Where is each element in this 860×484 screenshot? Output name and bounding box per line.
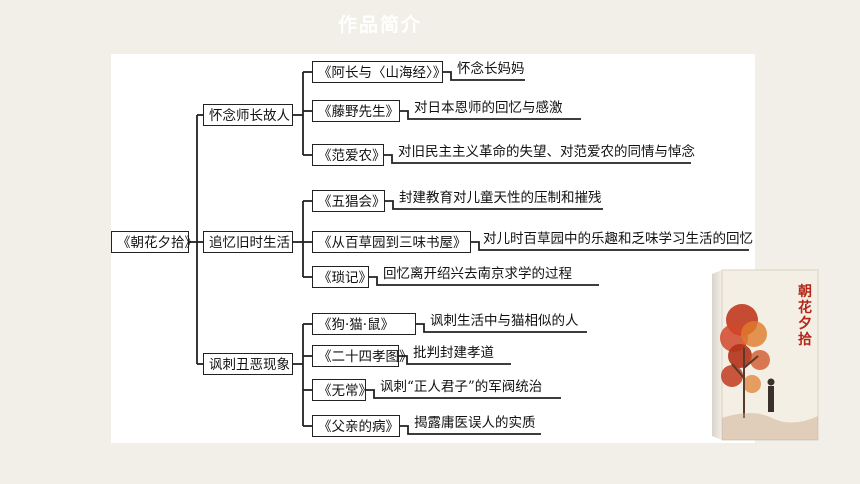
work-desc-10: 揭露庸医误人的实质 bbox=[414, 415, 536, 431]
work-desc-5: 对儿时百草园中的乐趣和乏味学习生活的回忆 bbox=[483, 231, 753, 247]
connector-lines bbox=[189, 71, 749, 435]
work-desc-8: 批判封建孝道 bbox=[413, 345, 494, 361]
cover-title-char-4: 拾 bbox=[798, 331, 812, 348]
underline-9 bbox=[366, 389, 561, 399]
tree-illustration bbox=[720, 304, 770, 418]
work-desc-3: 对旧民主主义革命的失望、对范爱农的同情与悼念 bbox=[398, 144, 695, 160]
figure-illustration bbox=[767, 378, 775, 412]
underline-3 bbox=[384, 154, 691, 164]
underline-5 bbox=[471, 241, 749, 251]
underline-8 bbox=[399, 355, 511, 365]
page-title: 作品简介 bbox=[337, 14, 422, 36]
work-node-1: 《阿长与〈山海经〉》 bbox=[312, 61, 446, 83]
group-node-3: 讽刺丑恶现象 bbox=[203, 353, 293, 375]
underline-2 bbox=[400, 110, 581, 120]
work-desc-4: 封建教育对儿童天性的压制和摧残 bbox=[399, 190, 602, 206]
underline-1 bbox=[443, 71, 525, 81]
underline-4 bbox=[385, 200, 603, 210]
book-spine bbox=[712, 270, 722, 440]
book-cover-illustration: 朝 花 夕 拾 bbox=[712, 269, 819, 441]
work-desc-9: 讽刺“正人君子”的军阀统治 bbox=[380, 379, 543, 395]
work-desc-7: 讽刺生活中与猫相似的人 bbox=[430, 313, 579, 329]
work-desc-2: 对日本恩师的回忆与感激 bbox=[414, 100, 563, 116]
underline-10 bbox=[400, 425, 541, 435]
book-cover-image: 朝 花 夕 拾 bbox=[712, 268, 820, 442]
root-node: 《朝花夕拾》 bbox=[111, 231, 198, 253]
group-node-2: 追忆旧时生活 bbox=[203, 231, 293, 253]
mind-map-canvas: 《朝花夕拾》 怀念师长故人 追忆旧时生活 讽刺丑恶现象 《阿长与〈山海经〉》 怀… bbox=[111, 54, 755, 443]
group-node-1: 怀念师长故人 bbox=[203, 104, 293, 126]
work-desc-1: 怀念长妈妈 bbox=[457, 61, 525, 77]
underline-6 bbox=[369, 276, 599, 286]
work-desc-6: 回忆离开绍兴去南京求学的过程 bbox=[383, 266, 572, 282]
work-node-3: 《范爱农》 bbox=[312, 144, 386, 166]
cover-title-char-3: 夕 bbox=[798, 315, 812, 332]
work-node-9: 《无常》 bbox=[312, 379, 372, 401]
cover-title-char-2: 花 bbox=[798, 299, 812, 316]
underline-7 bbox=[416, 323, 587, 333]
work-node-4: 《五猖会》 bbox=[312, 190, 386, 212]
work-node-6: 《琐记》 bbox=[312, 266, 372, 288]
work-node-7: 《狗·猫·鼠》 bbox=[312, 313, 416, 335]
work-node-5: 《从百草园到三味书屋》 bbox=[312, 231, 471, 253]
cover-title-char-1: 朝 bbox=[798, 283, 812, 300]
work-node-10: 《父亲的病》 bbox=[312, 415, 400, 437]
ground-wash bbox=[722, 413, 818, 440]
work-node-2: 《藤野先生》 bbox=[312, 100, 400, 122]
work-node-8: 《二十四孝图》 bbox=[312, 345, 413, 367]
